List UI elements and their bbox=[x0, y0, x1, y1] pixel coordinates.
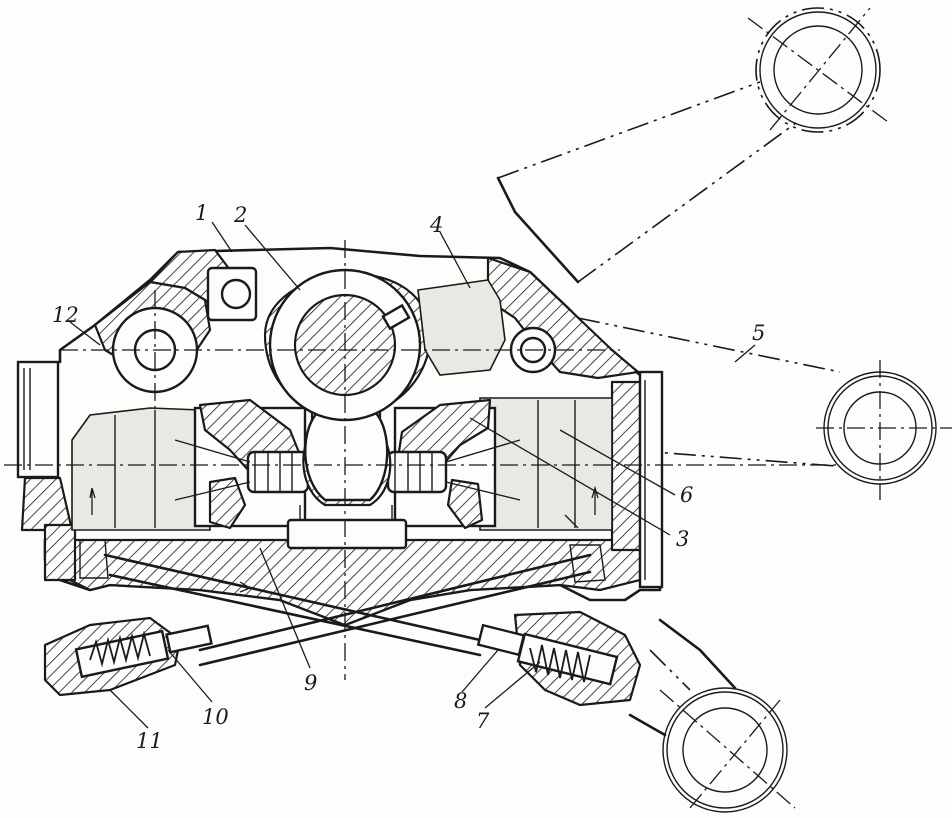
shaft-and-cam bbox=[263, 268, 432, 550]
centre-lines bbox=[4, 240, 840, 680]
right-working-chamber bbox=[479, 397, 613, 583]
leader-lines bbox=[69, 221, 756, 729]
left-valve-assembly bbox=[43, 616, 213, 697]
callout-11: 11 bbox=[136, 729, 163, 753]
right-valve-assembly bbox=[476, 610, 642, 707]
callout-7: 7 bbox=[476, 709, 490, 733]
left-end-cap bbox=[16, 360, 74, 532]
callout-12: 12 bbox=[52, 303, 79, 327]
crossed-fluid-passages bbox=[103, 553, 592, 667]
callout-9: 9 bbox=[304, 671, 317, 695]
callout-8: 8 bbox=[454, 689, 467, 713]
callout-3: 3 bbox=[676, 527, 689, 551]
callouts: 1 2 3 4 5 6 7 8 9 10 11 12 bbox=[52, 201, 765, 753]
callout-6: 6 bbox=[680, 483, 693, 507]
upper-reservoir bbox=[417, 279, 506, 376]
callout-4: 4 bbox=[429, 213, 443, 237]
middle-lever-eye bbox=[577, 317, 952, 500]
lower-lever-arm bbox=[628, 618, 796, 813]
callout-5: 5 bbox=[752, 321, 765, 345]
right-piston-assembly bbox=[386, 398, 521, 530]
left-piston-assembly bbox=[174, 398, 310, 530]
callout-2: 2 bbox=[233, 203, 247, 227]
housing-body bbox=[43, 246, 664, 627]
upper-lever-arm-phantom bbox=[496, 7, 889, 284]
callout-1: 1 bbox=[195, 201, 208, 225]
callout-10: 10 bbox=[202, 705, 229, 729]
